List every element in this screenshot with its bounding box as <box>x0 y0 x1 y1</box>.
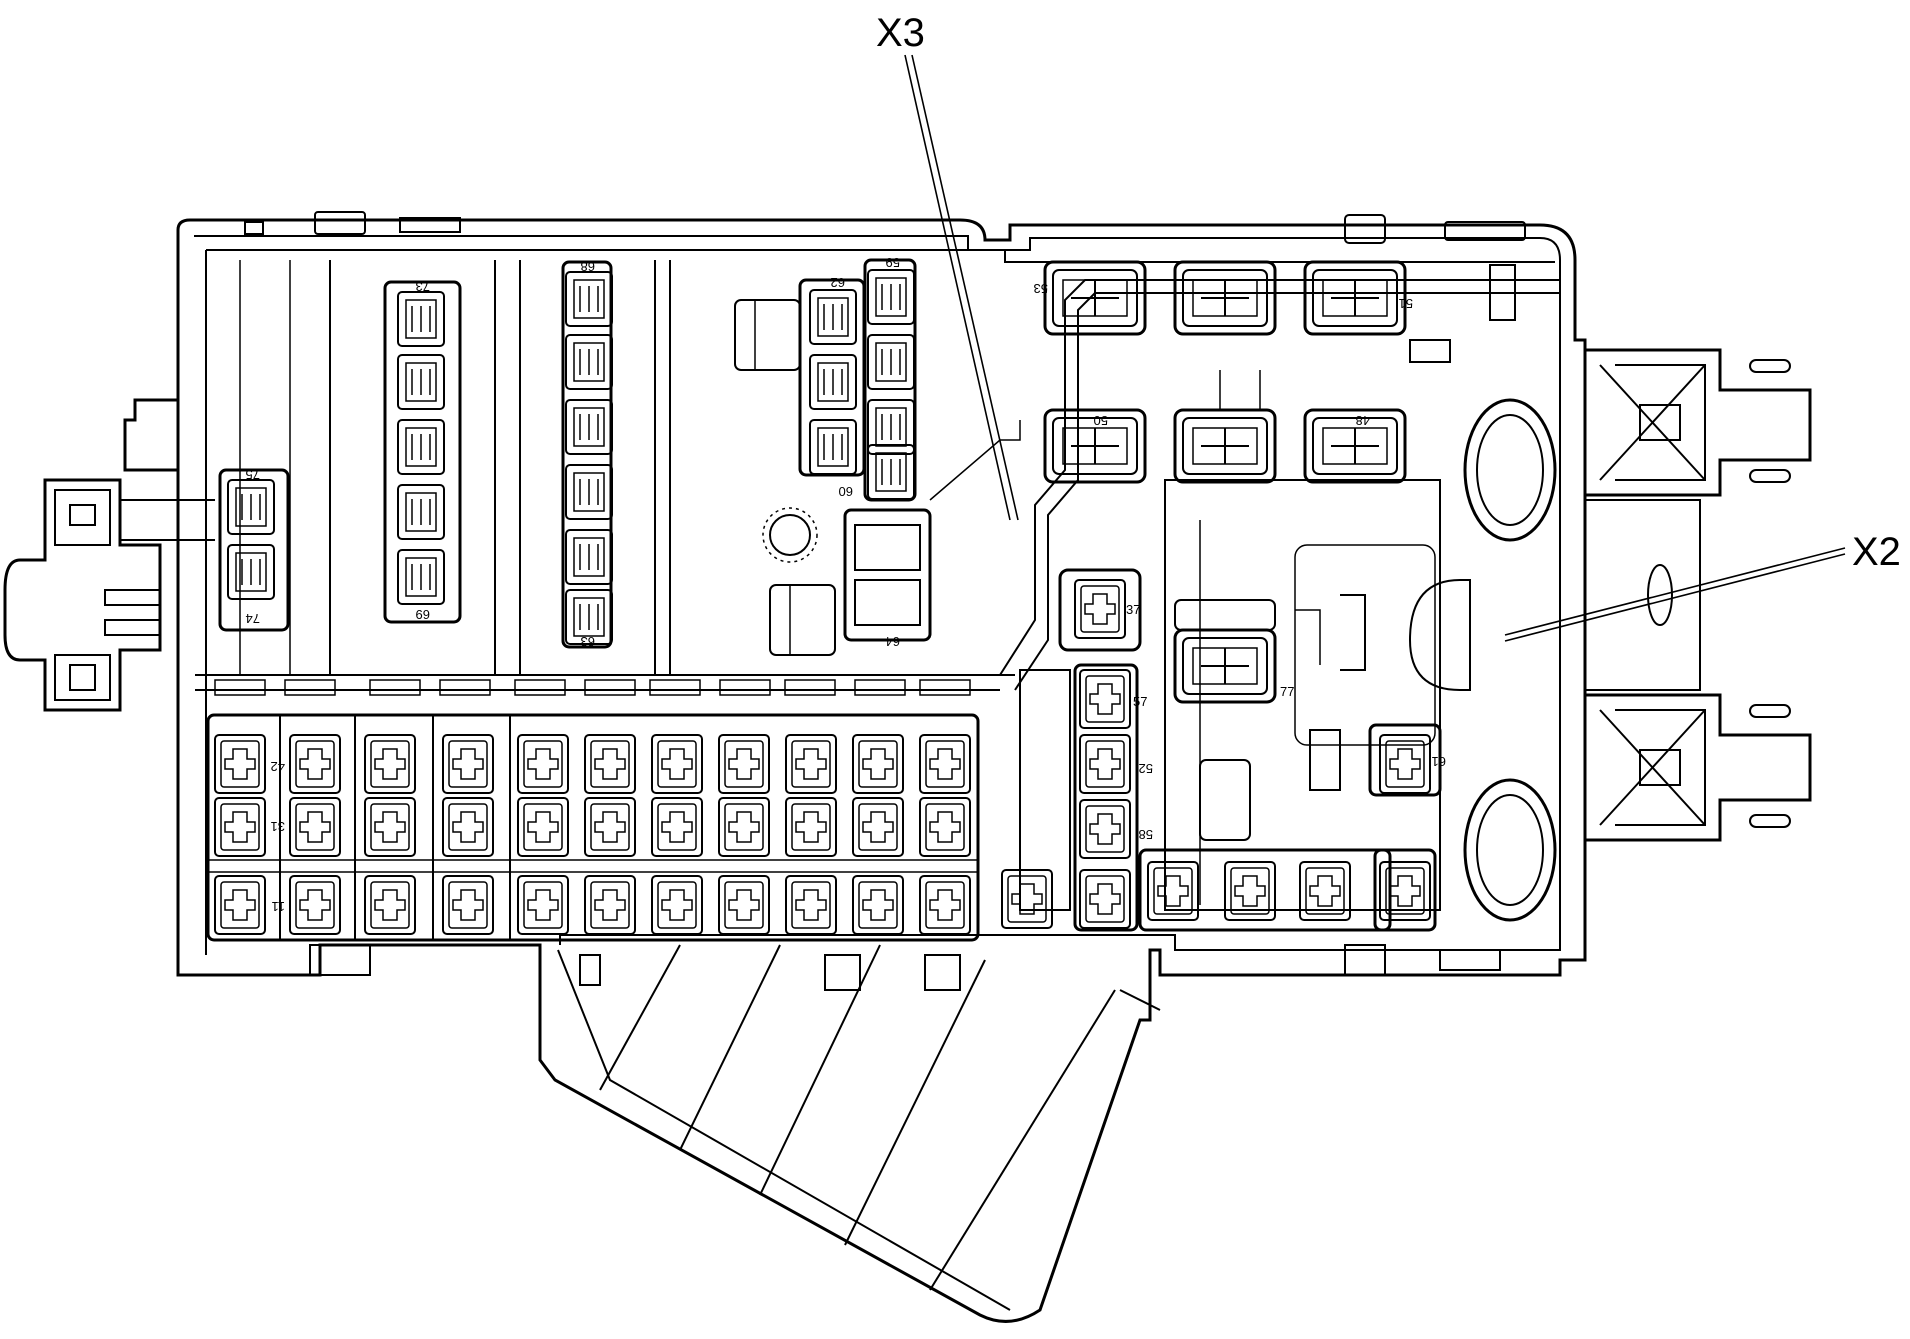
right-relay-section <box>1001 260 1516 932</box>
callout-x3: X3 <box>875 5 1019 521</box>
callout-label-x3: X3 <box>876 11 925 55</box>
cavity-number: 64 <box>886 634 900 649</box>
callout-x2: X2 <box>1504 525 1910 642</box>
cavity-number: 75 <box>246 467 260 482</box>
cavity-number-labels: 75 74 73 69 68 63 62 59 60 64 53 51 50 4… <box>246 255 1446 914</box>
upper-left-section <box>218 258 932 675</box>
cavity-number: 59 <box>886 255 900 270</box>
mounting-bracket-upper <box>1585 348 1812 497</box>
cavity-number: 69 <box>416 607 430 622</box>
cavity-number: 57 <box>1133 694 1147 709</box>
cavity-number: 61 <box>1432 754 1446 769</box>
cavity-number: 48 <box>1356 413 1370 428</box>
cavity-number: 68 <box>581 259 595 274</box>
cavity-number: 37 <box>1126 602 1140 617</box>
housing-outline <box>3 211 1812 1323</box>
cavity-number: 63 <box>581 634 595 649</box>
cavity-number: 42 <box>271 759 285 774</box>
mini-fuse-grid <box>206 713 980 942</box>
mounting-bracket-lower <box>1585 693 1812 842</box>
cavity-number: 74 <box>246 611 260 626</box>
cavity-number: 52 <box>1139 761 1153 776</box>
callout-label-x2: X2 <box>1852 530 1901 574</box>
cavity-number: 53 <box>1034 281 1048 296</box>
cavity-number: 58 <box>1139 827 1153 842</box>
cavity-number: 50 <box>1094 413 1108 428</box>
cavity-number: 77 <box>1280 684 1294 699</box>
cavity-number: 60 <box>839 484 853 499</box>
cavity-number: 73 <box>416 279 430 294</box>
clip-row <box>214 679 971 696</box>
cavity-number: 11 <box>272 899 286 914</box>
cavity-number: 31 <box>271 819 285 834</box>
cavity-number: 51 <box>1399 296 1413 311</box>
cavity-number: 62 <box>831 275 845 290</box>
